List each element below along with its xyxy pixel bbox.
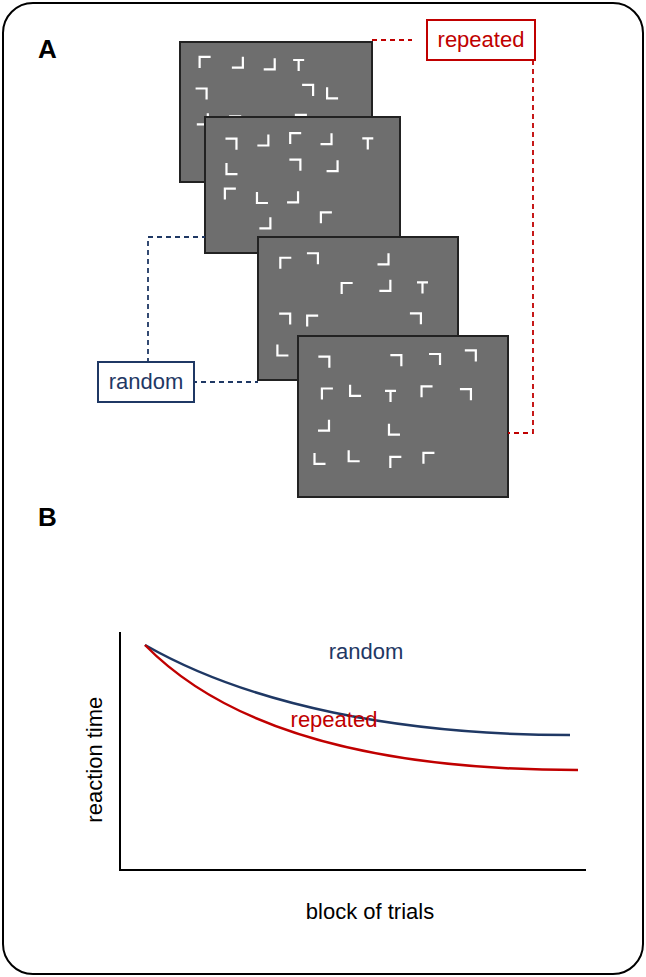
search-item: [315, 453, 326, 464]
text-label: block of trials: [306, 899, 434, 924]
search-display: [205, 117, 400, 253]
search-item: [225, 139, 236, 150]
search-item: [379, 280, 390, 291]
label-box: random: [97, 361, 196, 402]
search-item: [226, 163, 237, 174]
search-item: [390, 355, 401, 366]
search-item: [350, 385, 361, 396]
dashed-link: [148, 237, 205, 363]
search-item: [389, 424, 400, 435]
search-item: [460, 389, 471, 400]
search-item: [232, 57, 243, 68]
search-display: [298, 336, 508, 497]
search-item: [318, 357, 329, 368]
label-box: repeated: [426, 19, 537, 60]
search-item: [196, 88, 207, 99]
dashed-link: [372, 39, 412, 41]
search-item: [279, 314, 290, 325]
text-label: random: [329, 639, 404, 664]
search-item: [362, 138, 373, 149]
search-item: [264, 58, 275, 69]
search-item: [327, 87, 338, 98]
search-item: [200, 57, 211, 68]
search-item: [385, 391, 396, 402]
panel-frame: [3, 3, 643, 974]
search-item: [277, 344, 288, 355]
search-item: [225, 189, 236, 200]
search-item: [257, 192, 268, 203]
search-item: [302, 85, 313, 96]
search-item: [293, 60, 304, 71]
axis-label: reaction time: [82, 697, 107, 823]
search-displays: [180, 42, 508, 497]
search-item: [259, 217, 270, 228]
search-item: [290, 133, 301, 144]
panel-letter: B: [38, 503, 57, 533]
search-item: [322, 389, 333, 400]
panel-letter: A: [38, 35, 57, 65]
search-item: [327, 160, 338, 171]
box-label: random: [109, 369, 184, 394]
search-item: [289, 160, 300, 171]
box-label: repeated: [438, 27, 525, 52]
search-item: [342, 283, 353, 294]
search-item: [423, 453, 434, 464]
search-item: [307, 316, 318, 327]
search-item: [390, 457, 401, 468]
search-item: [422, 386, 433, 397]
chart-axes: [120, 632, 586, 870]
search-item: [417, 282, 428, 293]
dashed-link: [192, 381, 258, 383]
search-item: [321, 212, 332, 223]
dashed-link: [508, 60, 533, 433]
search-item: [257, 135, 268, 146]
search-item: [280, 258, 291, 269]
text-label: repeated: [291, 707, 378, 732]
search-item: [465, 350, 476, 361]
search-item: [321, 133, 332, 144]
search-item: [287, 191, 298, 202]
search-item: [410, 313, 421, 324]
search-item: [318, 420, 329, 431]
search-item: [378, 253, 389, 264]
search-item: [349, 450, 360, 461]
search-item: [429, 354, 440, 365]
search-item: [307, 253, 318, 264]
